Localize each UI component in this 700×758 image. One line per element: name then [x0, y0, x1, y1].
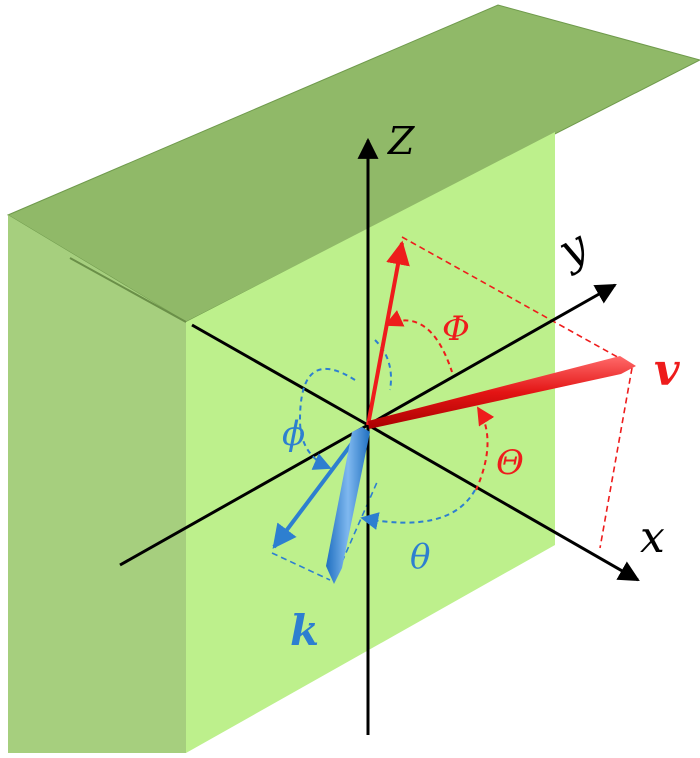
x-axis-back [191, 323, 369, 427]
k-vectors [272, 427, 370, 584]
block-side-face [8, 215, 186, 753]
Theta-arc [475, 406, 495, 491]
y-axis [367, 283, 617, 427]
phi-angle-label: ϕ [282, 414, 305, 454]
x-axis [367, 423, 640, 582]
theta-arc-lower [360, 489, 476, 530]
v-vector [368, 356, 636, 429]
y-axis-label: y [548, 220, 597, 278]
k-projection-arrow [272, 428, 364, 549]
block-front-face [186, 132, 555, 753]
Theta-angle-label: Θ [496, 443, 524, 483]
Phi-angle-label: Φ [442, 309, 470, 349]
k-vector [326, 427, 370, 584]
v-vectors [366, 240, 636, 429]
x-axis-label: x [640, 512, 665, 563]
v-vertical-component [366, 240, 410, 426]
k-projection-lines [271, 479, 379, 581]
v-vector-label: v [654, 345, 680, 396]
y-axis-back [119, 423, 369, 567]
material-block [6, 4, 700, 753]
z-axis-label: Z [387, 119, 415, 163]
axes [119, 137, 640, 735]
block-edge [69, 257, 187, 323]
v-projection-lines [401, 236, 633, 549]
theta-arc [374, 339, 392, 391]
k-vector-label: k [290, 606, 319, 655]
theta-angle-label: θ [410, 537, 430, 577]
Phi-arc [384, 310, 453, 373]
angle-arcs [298, 310, 495, 530]
labels: Z y x v k Φ Θ ϕ θ [282, 119, 680, 655]
